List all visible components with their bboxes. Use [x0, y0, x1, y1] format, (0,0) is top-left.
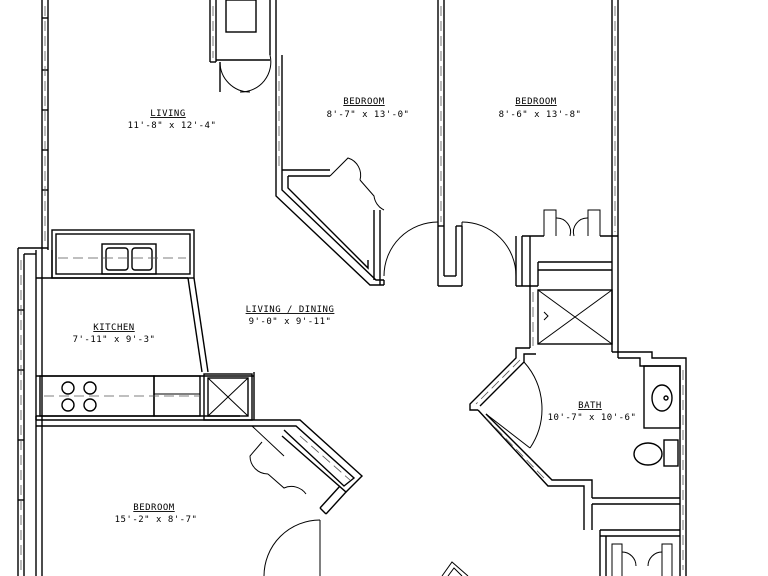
room-bath-name: BATH: [578, 401, 602, 411]
room-labels: LIVING 11'-8" x 12'-4" BEDROOM 8'-7" x 1…: [73, 97, 637, 525]
room-bath-dims: 10'-7" x 10'-6": [548, 413, 637, 423]
room-bedroom-1-name: BEDROOM: [343, 97, 385, 107]
room-living-dining-dims: 9'-0" x 9'-11": [249, 317, 332, 327]
room-bedroom-3-name: BEDROOM: [133, 503, 175, 513]
room-bedroom-3-dims: 15'-2" x 8'-7": [115, 515, 198, 525]
room-living-dining: LIVING / DINING 9'-0" x 9'-11": [246, 305, 335, 327]
room-kitchen-dims: 7'-11" x 9'-3": [73, 335, 156, 345]
room-bedroom-1-dims: 8'-7" x 13'-0": [327, 110, 410, 120]
room-bedroom-2: BEDROOM 8'-6" x 13'-8": [499, 97, 582, 120]
room-living-dining-name: LIVING / DINING: [246, 305, 335, 315]
room-bath: BATH 10'-7" x 10'-6": [548, 401, 637, 423]
room-living-dims: 11'-8" x 12'-4": [128, 121, 217, 131]
room-bedroom-2-name: BEDROOM: [515, 97, 557, 107]
room-kitchen-name: KITCHEN: [93, 323, 134, 333]
hidden-lines: [20, 6, 684, 570]
room-bedroom-3: BEDROOM 15'-2" x 8'-7": [115, 503, 198, 525]
room-living-name: LIVING: [150, 109, 186, 119]
room-bedroom-1: BEDROOM 8'-7" x 13'-0": [327, 97, 410, 120]
walls: [17, 0, 687, 576]
room-bedroom-2-dims: 8'-6" x 13'-8": [499, 110, 582, 120]
room-living: LIVING 11'-8" x 12'-4": [128, 109, 217, 131]
room-kitchen: KITCHEN 7'-11" x 9'-3": [73, 323, 156, 345]
